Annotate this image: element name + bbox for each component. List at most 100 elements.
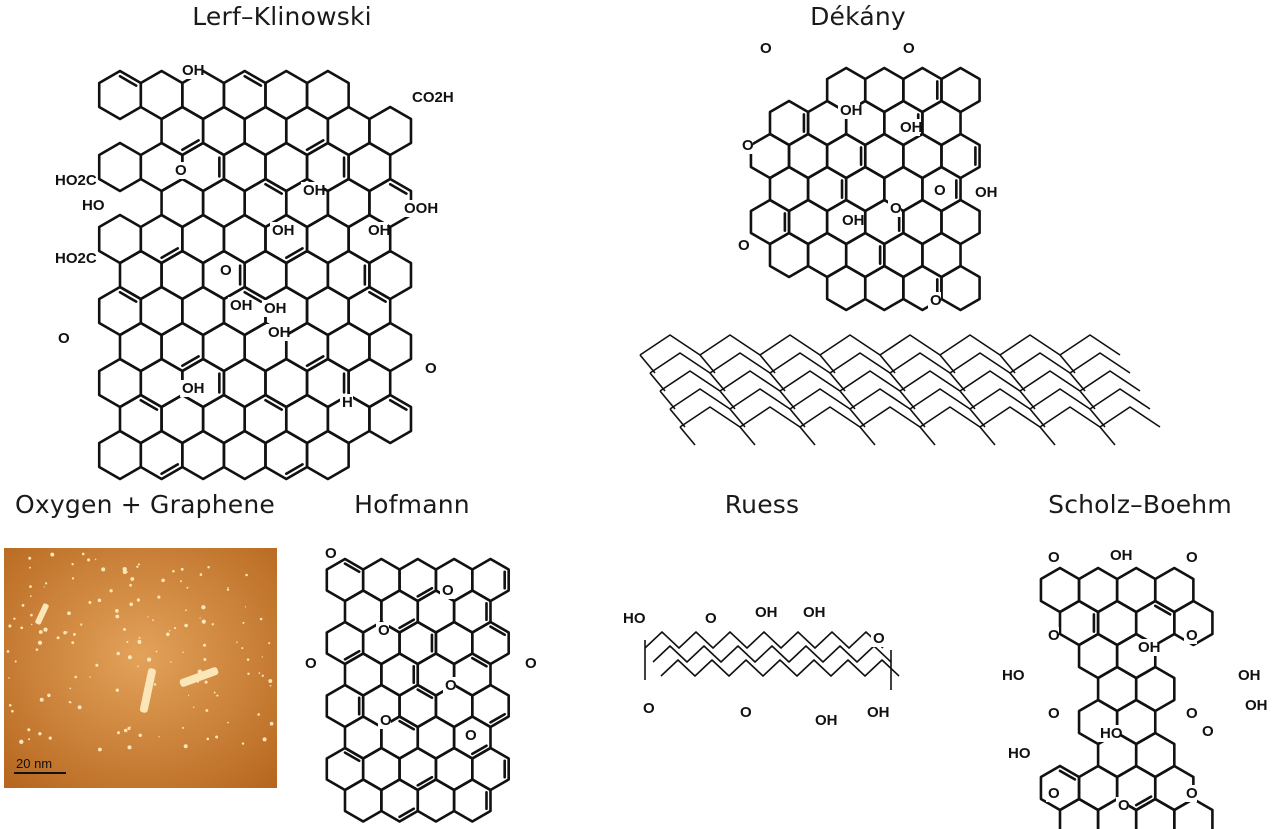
lerf-ring	[97, 69, 143, 121]
dekany-label: OH	[840, 102, 863, 119]
ruess-label: O	[705, 610, 717, 627]
lerf-label: OH	[182, 380, 205, 397]
afm-particle	[129, 583, 132, 587]
sheet-bond	[1039, 426, 1056, 446]
hof-double-bond	[398, 807, 416, 819]
lerf-label: CO2H	[412, 89, 454, 106]
scholz-label: O	[1048, 549, 1060, 566]
scholz-label-bg	[1046, 549, 1059, 566]
afm-particle	[20, 626, 24, 630]
afm-particle	[30, 613, 33, 617]
title-dekany: Dékány	[810, 2, 906, 31]
lerf-label-bg	[180, 380, 202, 397]
lerf-ring	[181, 429, 226, 481]
afm-particle	[43, 627, 48, 632]
ruess-label-bg	[813, 712, 835, 729]
hofmann-label: O	[525, 655, 537, 672]
afm-particle	[138, 641, 142, 645]
dekany-label: O	[934, 182, 946, 199]
dekany-label-bg	[901, 40, 914, 57]
lerf-label-bg	[228, 297, 250, 314]
afm-particle	[98, 747, 102, 752]
hof-double-bond	[398, 618, 416, 630]
afm-particle	[63, 631, 67, 635]
afm-particle	[87, 558, 91, 562]
dekany-label: OH	[842, 212, 865, 229]
lerf-label: OH	[272, 222, 295, 239]
sheet-bond	[769, 372, 786, 392]
sch-ring	[1134, 797, 1176, 829]
lerf-double-bond	[160, 463, 180, 476]
afm-particle	[180, 580, 182, 583]
afm-particle	[130, 577, 135, 581]
afm-particle	[127, 655, 132, 660]
lerf-label: OH	[264, 300, 287, 317]
afm-particle	[157, 595, 161, 599]
afm-particle	[146, 657, 152, 662]
afm-particle	[201, 619, 206, 624]
afm-particle	[123, 728, 128, 733]
dekany-label: O	[760, 40, 772, 57]
afm-particle	[115, 614, 120, 619]
ruess-chain	[660, 659, 900, 677]
dekany-label: OH	[900, 119, 923, 136]
scholz-label-bg	[1000, 667, 1022, 684]
afm-particle	[71, 641, 75, 645]
scholz-label: O	[1186, 785, 1198, 802]
afm-particle	[109, 589, 113, 593]
lerf-label-bg	[301, 182, 323, 199]
lerf-label-bg	[218, 262, 231, 279]
afm-particle	[170, 661, 172, 663]
ruess-label: OH	[867, 704, 890, 721]
lerf-label-bg	[270, 222, 292, 239]
afm-particle	[38, 630, 43, 634]
lerf-label: OH	[303, 182, 326, 199]
scholz-label: O	[1202, 723, 1214, 740]
afm-particle	[47, 693, 51, 698]
lerf-label-bg	[410, 89, 450, 106]
afm-particle	[183, 744, 188, 749]
scholz-label: OH	[1110, 547, 1133, 564]
afm-particle	[29, 595, 32, 597]
scholz-label-bg	[1184, 705, 1197, 722]
sheet-layer	[659, 370, 1141, 392]
sheet-bond	[649, 372, 666, 392]
hof-double-bond	[343, 751, 361, 763]
lerf-label: O	[175, 162, 187, 179]
afm-particle	[11, 709, 14, 713]
afm-particle	[136, 598, 140, 602]
afm-particle	[185, 609, 187, 612]
afm-particle	[268, 679, 273, 683]
hof-ring	[416, 778, 456, 823]
scholz-label: O	[1186, 549, 1198, 566]
afm-particle	[38, 732, 42, 736]
hof-ring	[452, 778, 492, 823]
sheet-bond	[759, 354, 776, 374]
ruess-label-bg	[621, 610, 643, 627]
afm-particle	[67, 611, 71, 616]
scholz-label: O	[1048, 705, 1060, 722]
lerf-label-bg	[266, 324, 288, 341]
afm-particle	[6, 650, 10, 653]
ruess-label: OH	[803, 604, 826, 621]
afm-particle	[227, 721, 229, 724]
afm-particle	[261, 674, 264, 677]
afm-particle	[172, 570, 175, 573]
dekany-label: O	[903, 40, 915, 57]
afm-image: 20 nm	[4, 548, 277, 788]
dekany-label: O	[890, 200, 902, 217]
dekany-label-bg	[898, 119, 920, 136]
sheet-bond	[899, 390, 916, 410]
dekany-label: O	[742, 137, 754, 154]
hofmann-label: O	[305, 655, 317, 672]
lerf-label-bg	[262, 300, 284, 317]
dekany-label-bg	[736, 237, 749, 254]
afm-particle	[226, 588, 230, 591]
sheet-bond	[1059, 354, 1076, 374]
lerf-double-bond	[243, 290, 263, 303]
lerf-label-bg	[366, 222, 388, 239]
afm-particle	[80, 623, 83, 626]
afm-particle	[138, 636, 141, 639]
afm-particle	[88, 601, 92, 604]
sheet-bond	[959, 390, 976, 410]
